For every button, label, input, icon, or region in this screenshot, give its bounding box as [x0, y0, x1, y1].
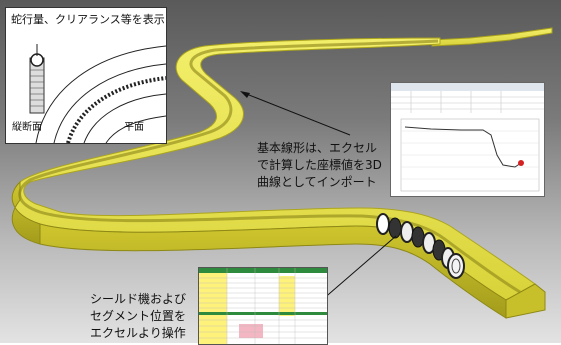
callout-shield-line-3: エクセルより操作 [90, 326, 186, 340]
clearance-inset: 蛇行量、クリアランス等を表示 縦断面 平面 [5, 7, 167, 144]
chart-curve-icon [391, 83, 544, 192]
excel-sheet-inset [198, 267, 328, 345]
callout-shield-control: シールド機および セグメント位置を エクセルより操作 [90, 291, 186, 342]
callout-shield-line-2: セグメント位置を [90, 309, 187, 323]
leader-shield [321, 235, 397, 301]
segment-ring-icon [376, 213, 455, 269]
clearance-diagram [29, 44, 166, 143]
callout-shield-line-1: シールド機および [90, 292, 187, 306]
label-vertical-section: 縦断面 [12, 122, 42, 133]
inset-title: 蛇行量、クリアランス等を表示 [11, 13, 165, 26]
callout-excel-line-2: で計算した座標値を3D [257, 158, 382, 172]
leader-excel [243, 92, 351, 136]
leader-excel-arrow [240, 91, 250, 98]
callout-excel-import: 基本線形は、エクセル で計算した座標値を3D 曲線としてインポート [257, 140, 382, 191]
shield-machine-icon [447, 253, 465, 279]
tunnel-end-face [505, 283, 546, 319]
spreadsheet-grid [199, 268, 327, 344]
tunnel-far-section [431, 27, 553, 47]
excel-chart-inset [390, 82, 545, 197]
callout-excel-line-3: 曲線としてインポート [257, 175, 377, 189]
callout-excel-line-1: 基本線形は、エクセル [257, 141, 378, 155]
label-plan-view: 平面 [124, 122, 144, 133]
